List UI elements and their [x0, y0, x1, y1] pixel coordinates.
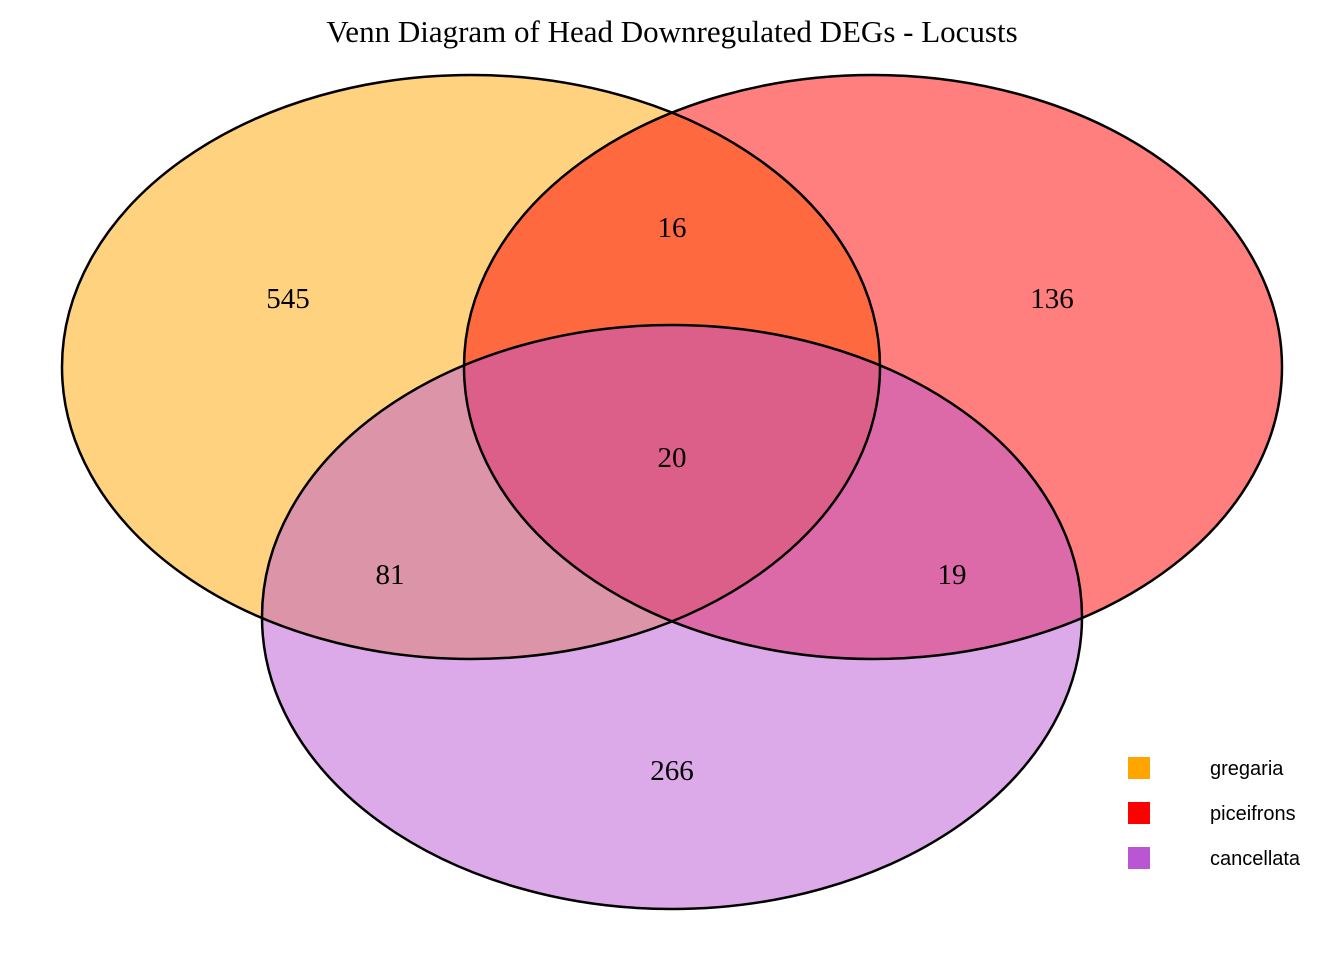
legend-swatch-piceifrons — [1128, 802, 1150, 824]
cancellata-circle-fill — [262, 325, 1082, 909]
legend-swatch-gregaria — [1128, 757, 1150, 779]
chart-title: Venn Diagram of Head Downregulated DEGs … — [326, 14, 1017, 49]
legend-label-piceifrons: piceifrons — [1210, 803, 1296, 825]
cancellata-circle-outline — [260, 323, 1084, 911]
legend-label-gregaria: gregaria — [1210, 758, 1284, 780]
region-count-piceifrons-only: 136 — [1030, 283, 1074, 315]
region-count-cancellata-only: 266 — [650, 755, 694, 787]
piceifrons-circle-outline — [462, 73, 1284, 661]
region-count-gregaria-cancellata: 81 — [376, 559, 405, 591]
region-count-piceifrons-cancellata: 19 — [938, 559, 967, 591]
legend-label-cancellata: cancellata — [1210, 848, 1301, 870]
region-count-gregaria-only: 545 — [266, 283, 310, 315]
legend-swatch-cancellata — [1128, 847, 1150, 869]
legend: gregaria piceifrons cancellata — [1128, 757, 1301, 870]
region-count-gregaria-piceifrons: 16 — [658, 212, 687, 244]
gregaria-circle-outline — [60, 73, 882, 661]
region-count-all-three: 20 — [658, 442, 687, 474]
